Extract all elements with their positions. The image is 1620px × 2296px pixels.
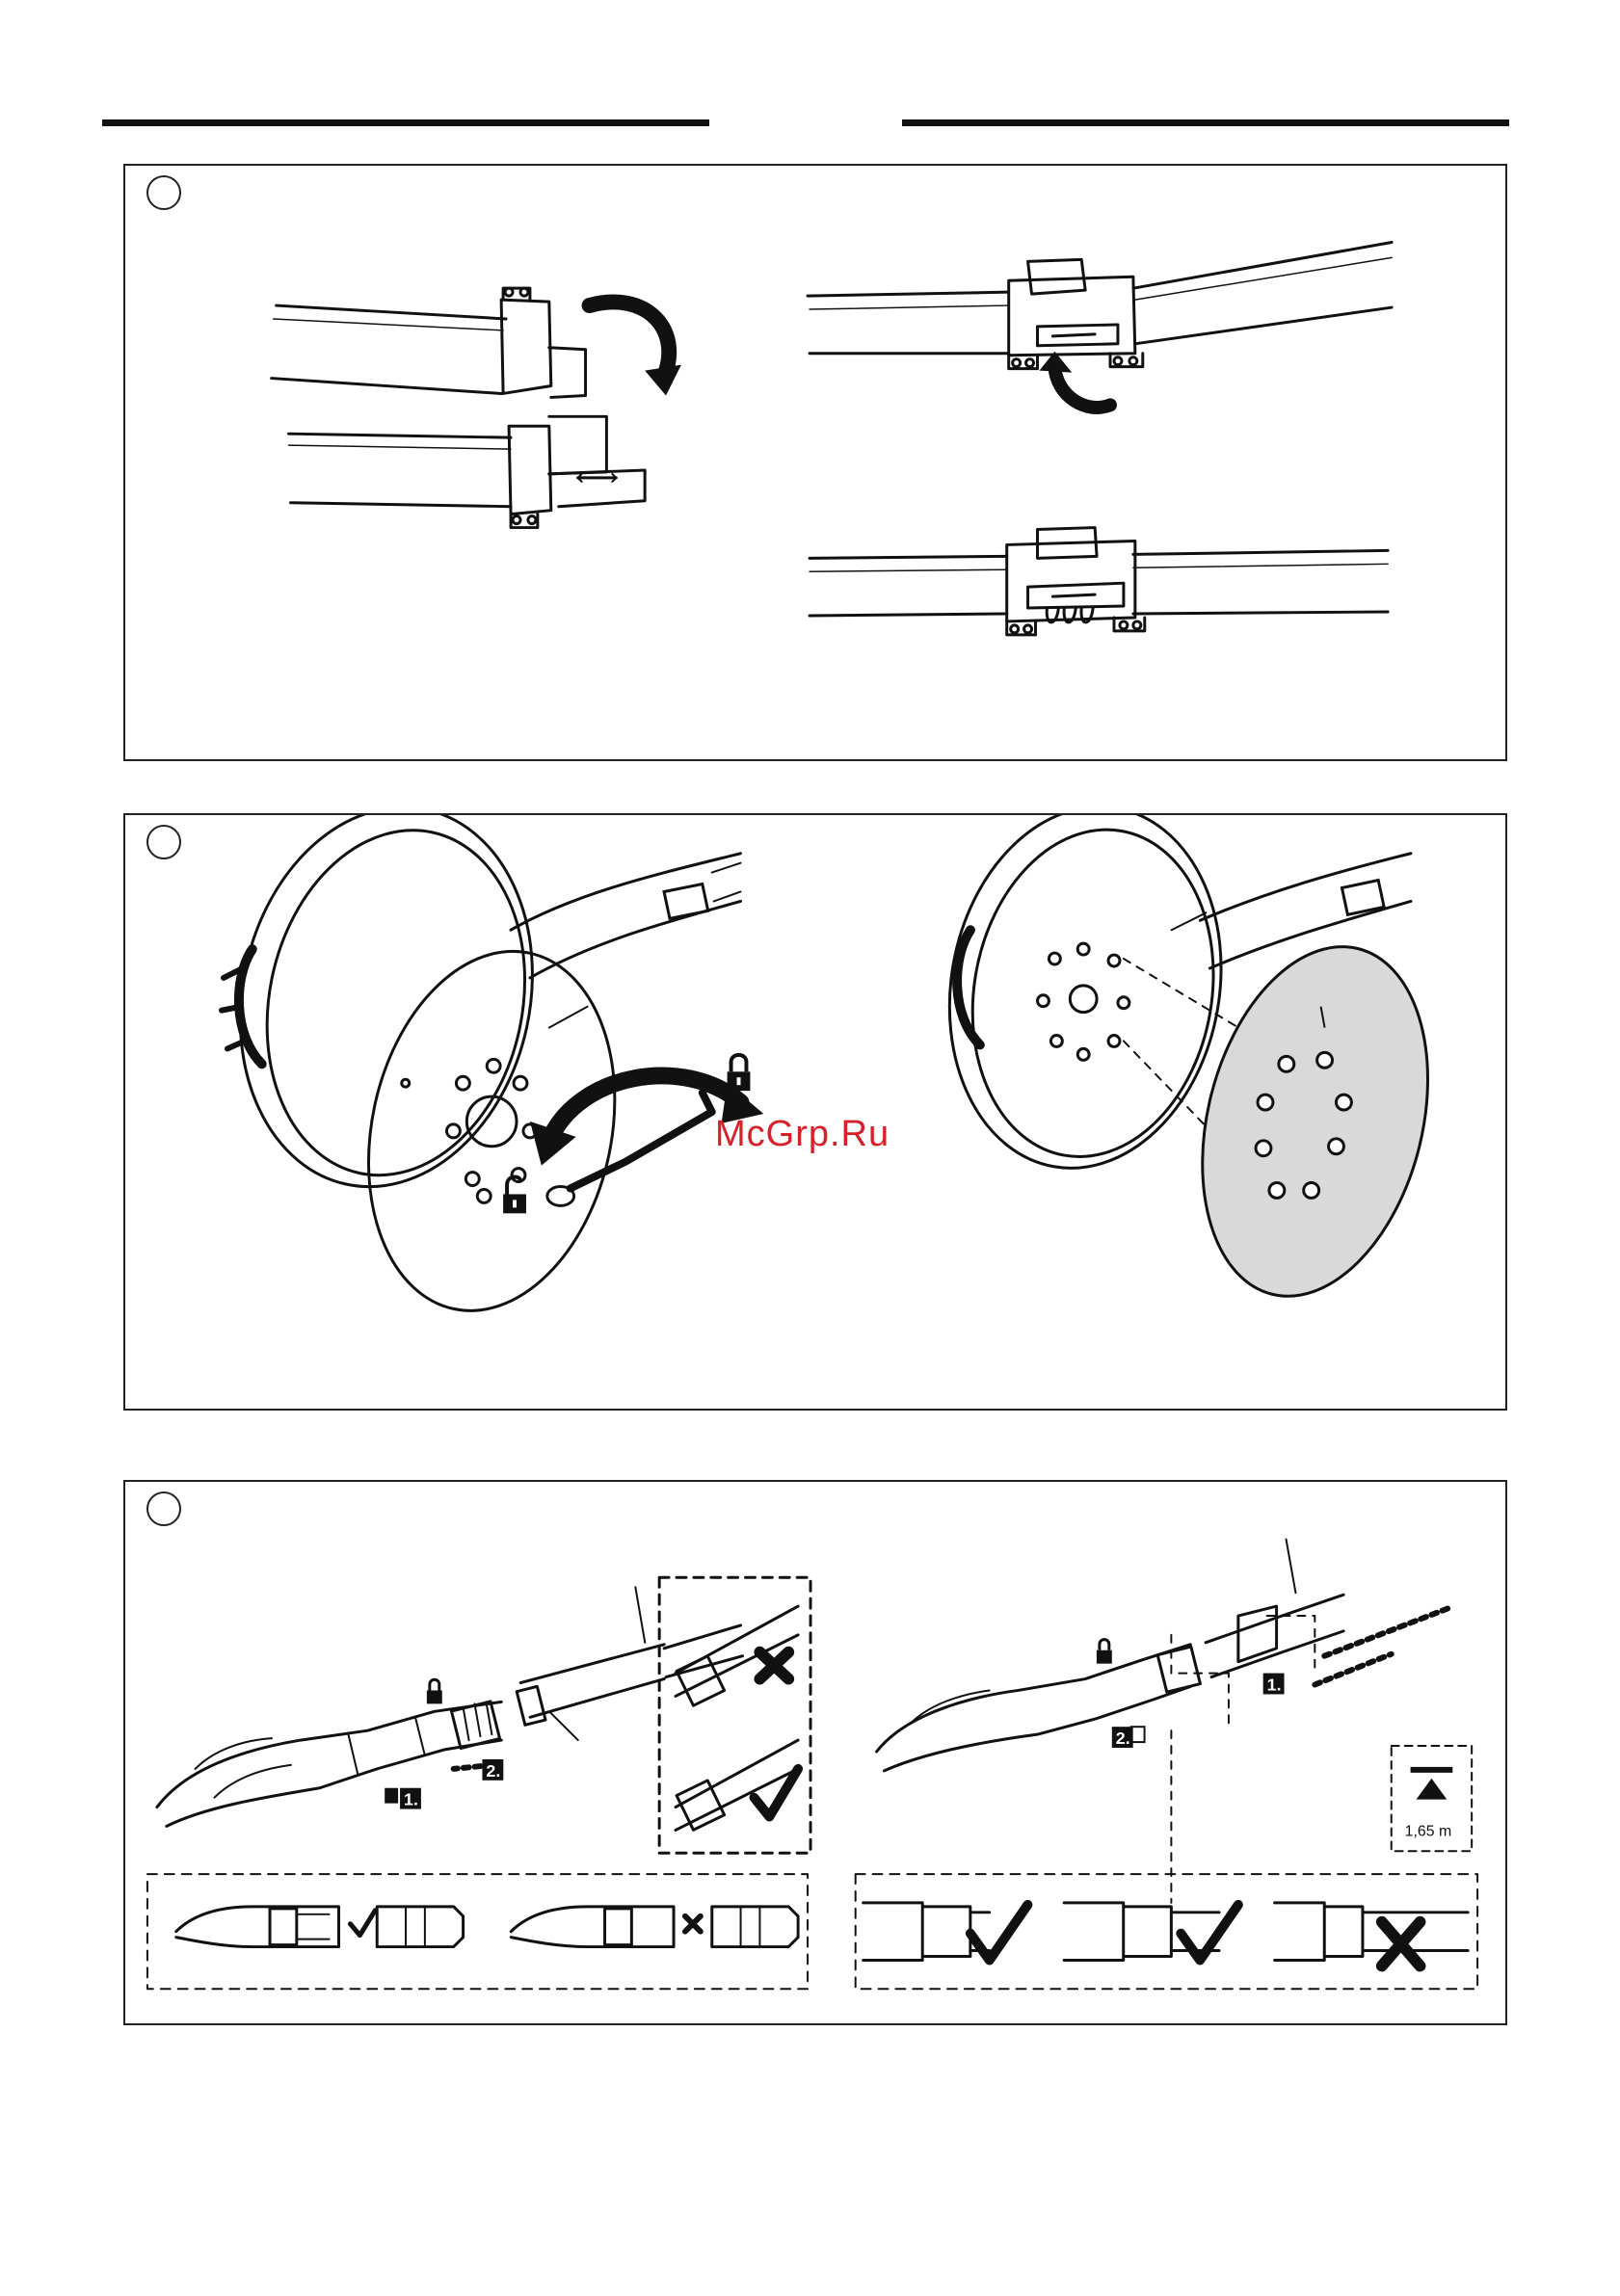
check-icon (754, 1769, 798, 1817)
height-limit-label: 1,65 m (1405, 1823, 1452, 1839)
lock-icon (728, 1055, 751, 1091)
disc-illustration (125, 815, 1505, 1409)
step-badge-1-right: 1. (1267, 1675, 1282, 1694)
header-rule-left (102, 119, 709, 126)
header-rule-right (902, 119, 1509, 126)
check-icon (350, 1911, 375, 1936)
cross-icon (685, 1916, 701, 1932)
panel-joint-assembly (123, 164, 1507, 761)
unlock-icon (385, 1788, 398, 1804)
cross-icon (1382, 1922, 1421, 1966)
lock-icon (427, 1679, 442, 1703)
lock-icon (1097, 1640, 1112, 1664)
panel-sanding-disc: McGrp.Ru (123, 813, 1507, 1411)
height-limit-icon (1411, 1767, 1453, 1800)
cross-icon (759, 1652, 788, 1679)
extension-illustration: 2. 1. 2. 1. 1,65 m (125, 1482, 1505, 2023)
step-badge-2-right: 2. (1116, 1729, 1130, 1748)
unlock-icon (1131, 1727, 1145, 1742)
watermark-text: McGrp.Ru (715, 1114, 890, 1155)
joint-illustration (125, 166, 1505, 759)
panel-telescopic-extension: 2. 1. 2. 1. 1,65 m (123, 1480, 1507, 2025)
step-badge-1-left: 1. (404, 1790, 418, 1809)
unlock-icon (503, 1176, 526, 1213)
step-badge-2-left: 2. (486, 1761, 500, 1781)
